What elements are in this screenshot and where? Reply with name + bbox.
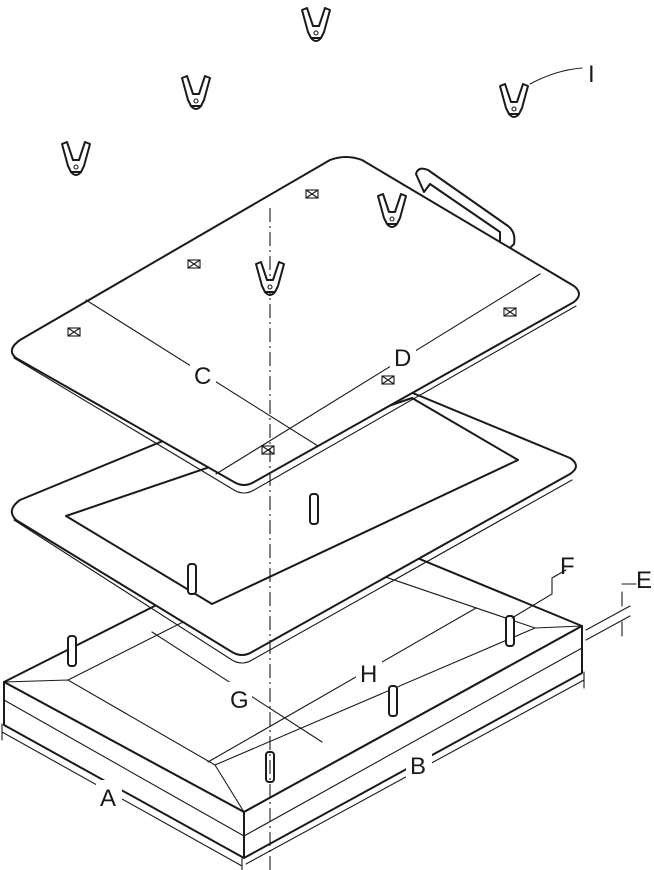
top-plate [10,156,580,494]
leader-i [529,67,583,85]
dimension-f [511,569,567,619]
labels: A B C D E F G H I [96,61,652,812]
label-e: E [636,567,652,594]
dimension-h [207,607,477,763]
wing-nut-icon [499,83,529,118]
label-g: G [230,687,249,714]
wing-nut-icon [181,75,211,110]
wing-nut-icon [61,141,91,176]
wing-nut-icon [301,7,331,42]
dimension-e [585,583,637,641]
label-h: H [360,661,377,688]
label-a: A [100,785,116,812]
base-box [3,519,583,859]
label-d: D [394,345,411,372]
label-c: C [194,363,211,390]
label-b: B [410,753,426,780]
label-f: F [560,553,575,580]
label-i: I [588,61,595,88]
